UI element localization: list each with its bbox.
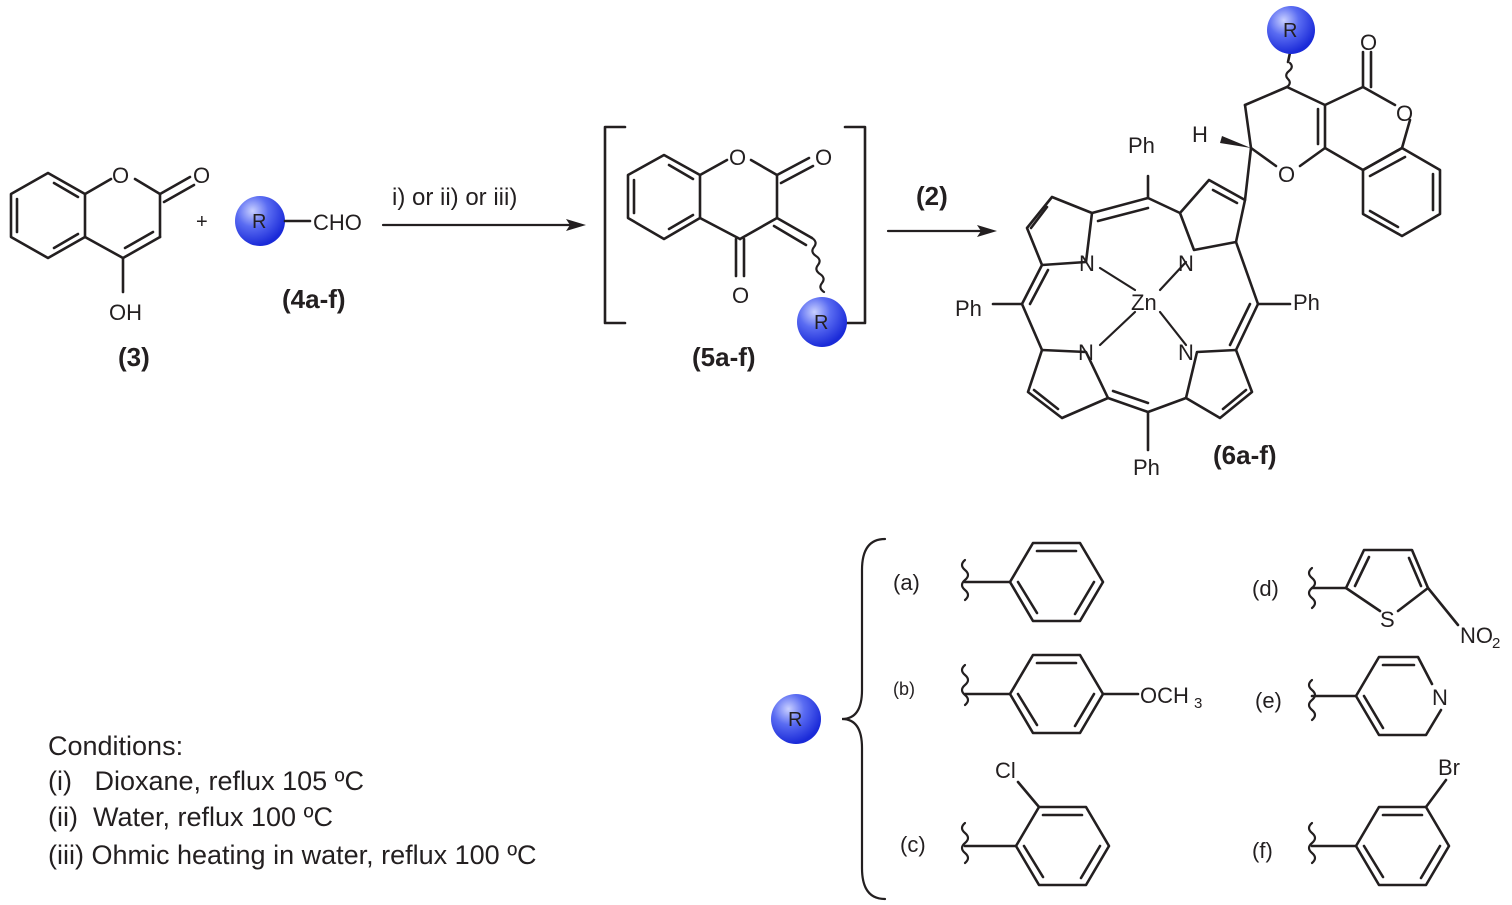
- r-group-ball-6: [1267, 6, 1315, 54]
- sub-b-structure: [960, 653, 1140, 735]
- label-compound-6: (6a-f): [1213, 440, 1277, 470]
- r-legend-ball: [771, 694, 821, 744]
- sub-a-structure: [960, 541, 1105, 623]
- sub-b-label: (b): [893, 679, 915, 699]
- r-legend-label: R: [788, 709, 802, 731]
- compound-5-structure: [603, 125, 867, 325]
- atom-o-ring-5: O: [729, 145, 746, 170]
- label-compound-4: (4a-f): [282, 284, 346, 314]
- condition-iii: (iii) Ohmic heating in water, reflux 100…: [48, 840, 537, 870]
- sub-f-structure: [1307, 778, 1451, 887]
- sub-b-three: 3: [1194, 695, 1202, 712]
- sub-e-structure: [1307, 655, 1443, 737]
- atom-n-2: N: [1178, 251, 1194, 276]
- sub-d-label: (d): [1252, 576, 1279, 601]
- sub-d-structure: [1307, 548, 1460, 627]
- ph-top: Ph: [1128, 133, 1155, 158]
- sub-c-cl: Cl: [995, 758, 1016, 783]
- atom-o-carbonyl-6: O: [1360, 30, 1377, 55]
- r-label-6: R: [1283, 20, 1297, 42]
- r-label: R: [252, 211, 266, 233]
- sub-f-label: (f): [1252, 838, 1273, 863]
- ph-right: Ph: [1293, 290, 1320, 315]
- sub-e-n: N: [1432, 685, 1448, 710]
- atom-o-keto-5: O: [732, 283, 749, 308]
- arrow1-conditions: i) or ii) or iii): [392, 184, 517, 211]
- r-group-ball: [235, 196, 285, 246]
- compound-6-structure: [991, 46, 1442, 452]
- atom-zn: Zn: [1131, 290, 1157, 315]
- plus-sign: +: [196, 211, 208, 233]
- atom-oh: OH: [109, 300, 142, 325]
- sub-c-label: (c): [900, 832, 926, 857]
- sub-e-label: (e): [1255, 688, 1282, 713]
- atom-o-ring: O: [112, 163, 129, 188]
- legend-brace: [841, 537, 887, 901]
- r-group-ball-5: [797, 297, 847, 347]
- sub-d-no: NO: [1460, 623, 1493, 648]
- condition-i: (i) Dioxane, reflux 105 ºC: [48, 766, 364, 796]
- atom-n-1: N: [1079, 251, 1095, 276]
- sub-c-structure: [960, 780, 1111, 887]
- atom-n-3: N: [1078, 340, 1094, 365]
- atom-cho: CHO: [313, 210, 362, 235]
- atom-o-lactone: O: [1396, 101, 1413, 126]
- ph-left: Ph: [955, 296, 982, 321]
- compound-3-structure: [9, 171, 196, 294]
- atom-o-carbonyl: O: [193, 163, 210, 188]
- atom-h: H: [1192, 122, 1208, 147]
- atom-n-4: N: [1178, 340, 1194, 365]
- label-compound-5: (5a-f): [692, 342, 756, 372]
- sub-d-s: S: [1380, 607, 1395, 632]
- atom-o-carbonyl-5: O: [815, 145, 832, 170]
- r-label-5: R: [814, 312, 828, 334]
- label-compound-3: (3): [118, 342, 150, 372]
- atom-o-pyran: O: [1278, 162, 1295, 187]
- sub-d-two: 2: [1492, 635, 1500, 652]
- arrow2-reagent: (2): [916, 181, 948, 211]
- sub-a-label: (a): [893, 570, 920, 595]
- conditions-title: Conditions:: [48, 731, 183, 761]
- sub-f-br: Br: [1438, 755, 1460, 780]
- condition-ii: (ii) Water, reflux 100 ºC: [48, 802, 333, 832]
- ph-bottom: Ph: [1133, 455, 1160, 480]
- sub-b-och: OCH: [1140, 683, 1189, 708]
